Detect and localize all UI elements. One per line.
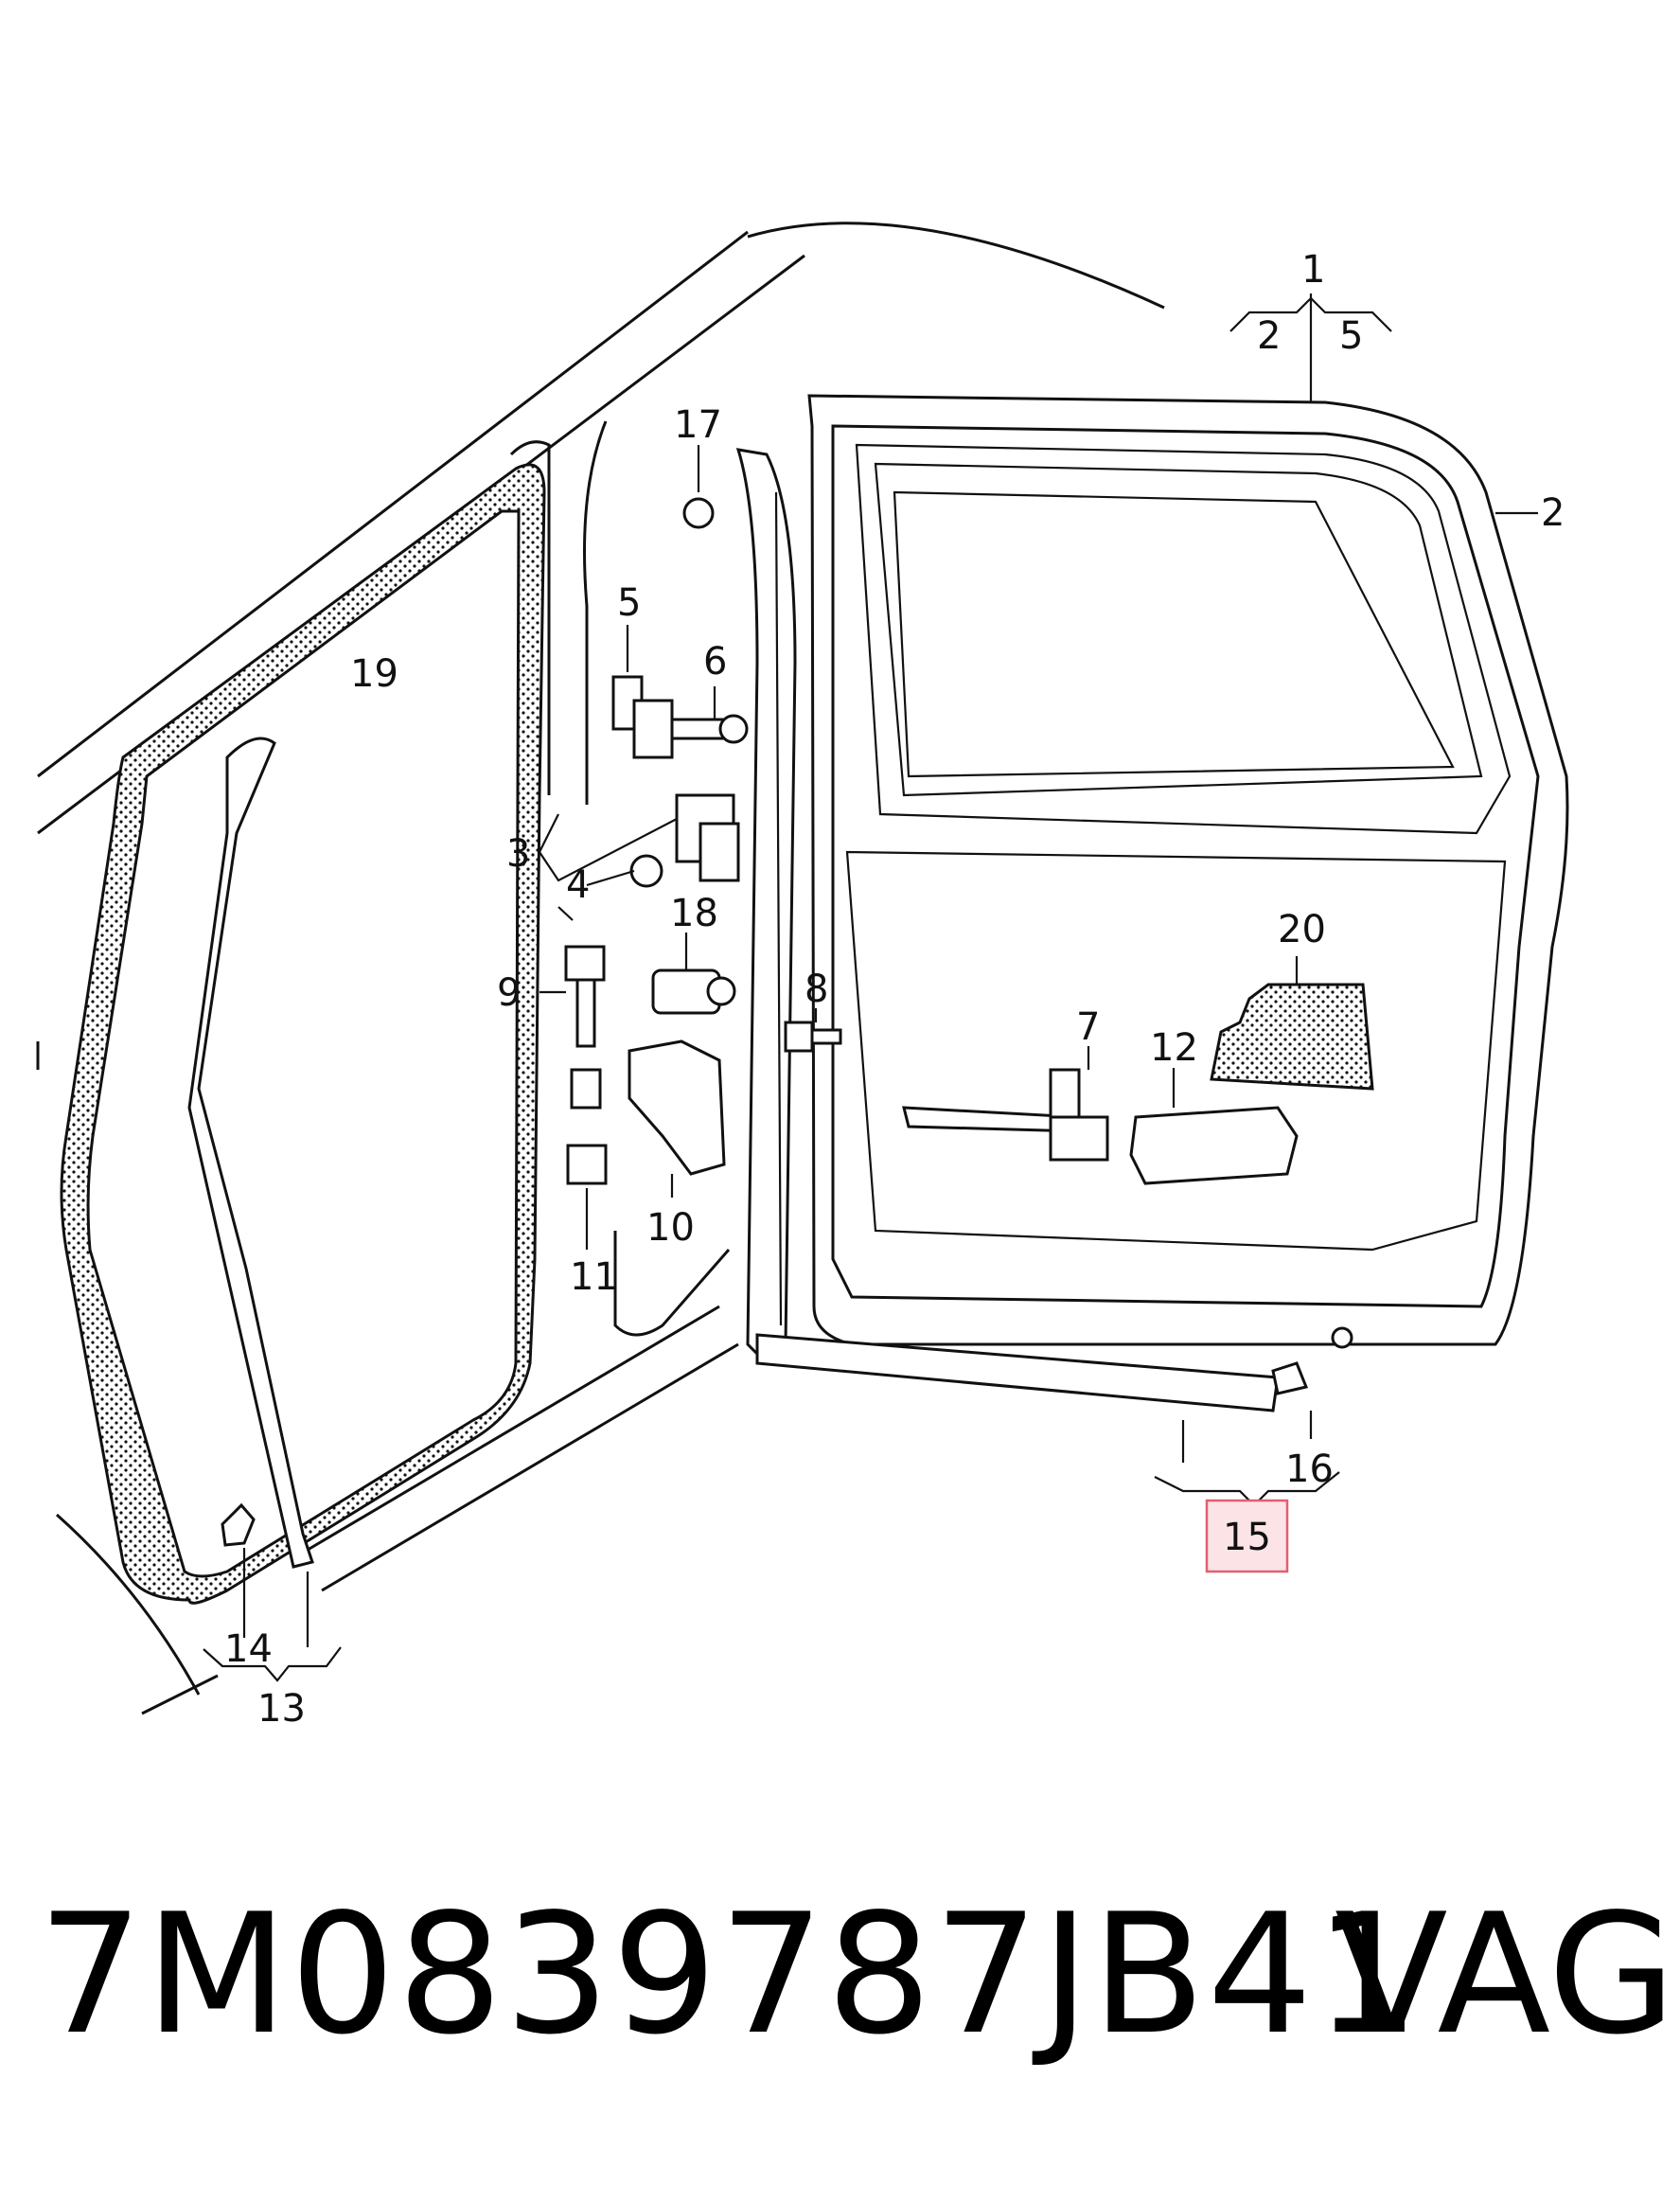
door-seal-19 xyxy=(60,463,546,1605)
brand-name: VAG xyxy=(1335,1879,1676,2071)
callout-2: 2 xyxy=(1541,491,1565,535)
bolt-8 xyxy=(784,1021,842,1053)
callout-2-upper: 2 xyxy=(1257,314,1281,358)
callout-17: 17 xyxy=(674,403,722,447)
callout-16: 16 xyxy=(1285,1448,1334,1491)
callout-20: 20 xyxy=(1278,908,1326,951)
callout-4: 4 xyxy=(566,863,590,907)
callout-15: 15 xyxy=(1223,1516,1271,1559)
hinge-lower-10 xyxy=(628,1039,726,1176)
callout-6: 6 xyxy=(703,640,727,684)
sound-pad-20 xyxy=(1210,983,1374,1091)
callout-1: 1 xyxy=(1301,248,1325,292)
highlight-box xyxy=(1205,1499,1289,1573)
clip-14 xyxy=(221,1502,256,1547)
callout-9: 9 xyxy=(497,971,521,1015)
callout-5-upper: 5 xyxy=(1339,314,1363,358)
fastener-16 xyxy=(1271,1326,1353,1395)
callout-19: 19 xyxy=(350,652,398,696)
hinge-3 xyxy=(629,793,740,888)
rear-door-shell xyxy=(735,394,1569,1412)
door-check-7 xyxy=(902,1068,1109,1162)
callout-18: 18 xyxy=(670,892,718,935)
callout-3: 3 xyxy=(506,832,530,876)
callout-12: 12 xyxy=(1150,1026,1198,1070)
callout-11: 11 xyxy=(570,1255,618,1299)
callout-14: 14 xyxy=(224,1627,273,1671)
cap-17 xyxy=(682,497,715,529)
callout-13: 13 xyxy=(257,1687,306,1731)
callout-5: 5 xyxy=(617,581,641,625)
trim-strip-13 xyxy=(187,737,314,1569)
callout-7: 7 xyxy=(1076,1005,1100,1049)
callout-8: 8 xyxy=(805,968,828,1011)
highlighted-callout-15[interactable]: 15 xyxy=(1205,1499,1289,1573)
sill-strip-15 xyxy=(755,1333,1280,1412)
regulator-12 xyxy=(1129,1106,1299,1185)
callout-10: 10 xyxy=(646,1206,695,1250)
callout-labels: 1 2 5 2 17 5 6 19 3 4 18 9 8 7 12 20 10 … xyxy=(224,248,1565,1731)
hinge-upper-5 xyxy=(611,675,749,759)
bolt-9 xyxy=(564,945,606,1048)
bolt-18 xyxy=(651,968,736,1015)
part-number: 7M0839787JB41 xyxy=(38,1879,1423,2071)
nut-11 xyxy=(566,1068,608,1185)
